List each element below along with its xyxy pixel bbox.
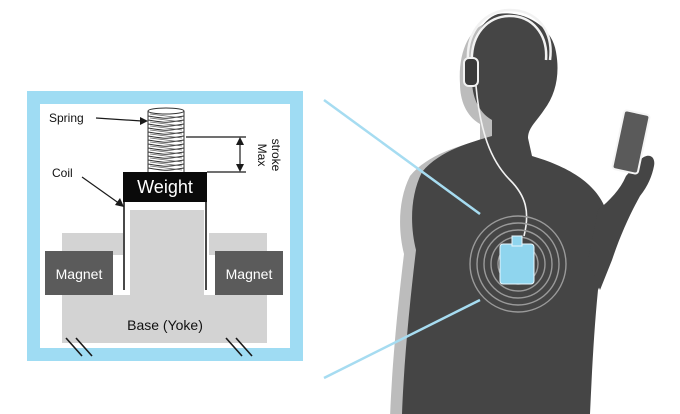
- max-stroke-label-line2: stroke: [269, 139, 283, 172]
- weight-block: [123, 172, 207, 202]
- connector-line-top: [323, 98, 481, 216]
- earcup-icon: [463, 57, 479, 87]
- headphones-icon: [466, 8, 552, 65]
- vibration-device-icon: [499, 235, 535, 285]
- actuator-cross-section: Spring Coil Weight Magnet Magnet Base (Y…: [27, 91, 303, 361]
- max-stroke-label-line1: Max: [255, 144, 269, 167]
- coil-label: Coil: [52, 166, 73, 180]
- person-silhouette-icon: [390, 8, 655, 414]
- magnet-right: [215, 251, 283, 295]
- coil-pointer-arrow: [81, 176, 124, 207]
- weight-label: Weight: [137, 177, 193, 197]
- coil: [123, 201, 207, 290]
- ground-hatch-icon: [65, 337, 253, 357]
- cable-icon: [475, 85, 528, 237]
- spring-icon: [147, 107, 185, 172]
- max-stroke-dimension: [186, 136, 246, 173]
- magnet-left-label: Magnet: [56, 266, 103, 282]
- vibration-rings-icon: [469, 215, 567, 313]
- yoke: [62, 210, 267, 343]
- magnet-left: [45, 251, 113, 295]
- spring-label: Spring: [49, 111, 84, 125]
- base-label: Base (Yoke): [127, 317, 203, 333]
- spring-pointer-arrow: [95, 117, 148, 125]
- magnet-right-label: Magnet: [226, 266, 273, 282]
- smartphone-icon: [611, 109, 651, 175]
- connector-line-bottom: [323, 298, 481, 380]
